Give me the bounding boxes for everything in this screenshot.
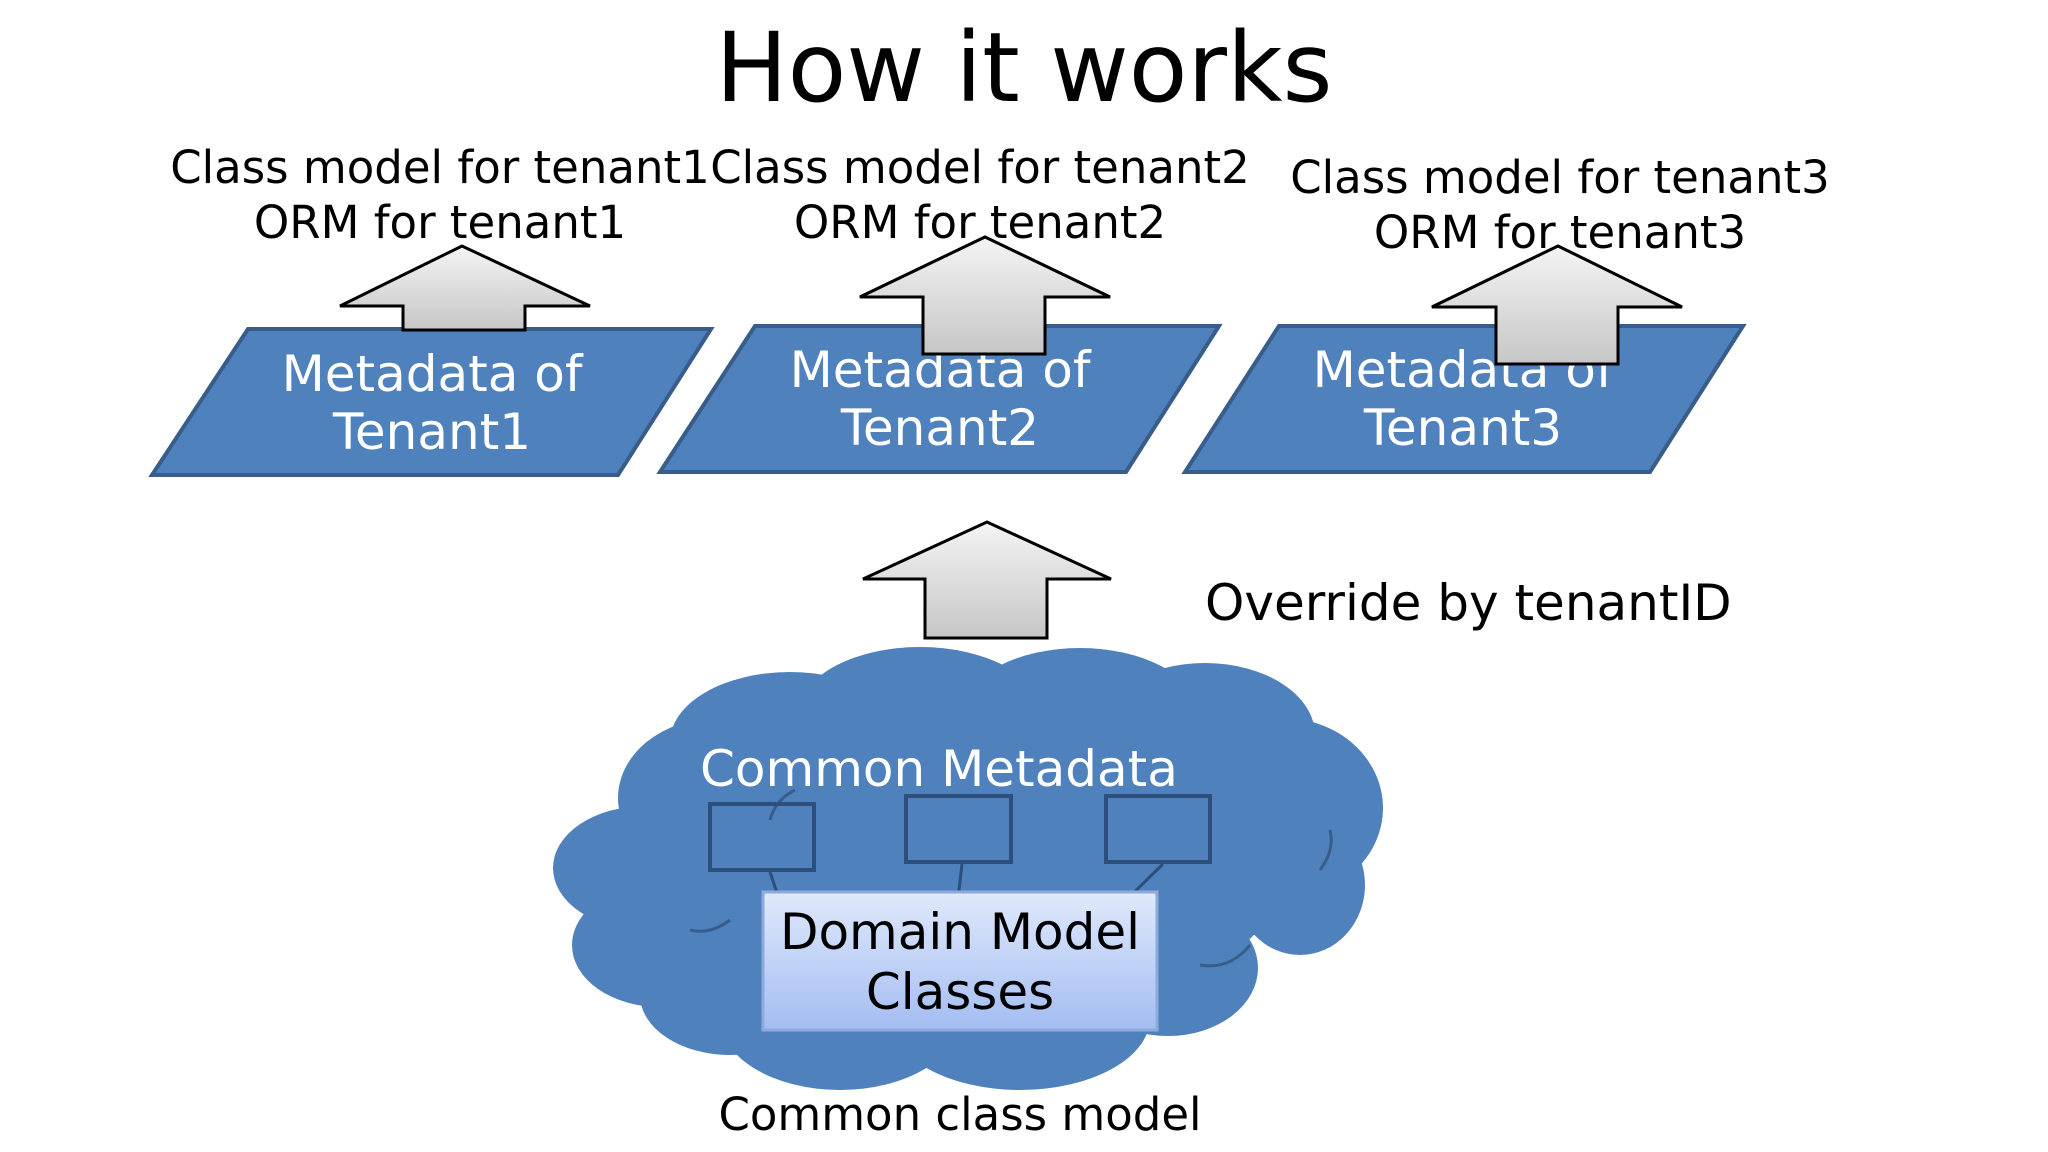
metadata-item-box-2 (904, 794, 1013, 864)
tenant1-up-arrow (339, 244, 591, 332)
domain-model-line2: Classes (865, 963, 1055, 1021)
tenant1-metadata-line2: Tenant1 (332, 403, 532, 461)
tenant1-caption: Class model for tenant1 ORM for tenant1 (150, 140, 730, 250)
override-label: Override by tenantID (1205, 574, 1732, 632)
tenant2-metadata-line1: Metadata of (789, 341, 1091, 399)
tenant3-caption-line2: ORM for tenant3 (1373, 206, 1747, 259)
tenant3-caption: Class model for tenant3 ORM for tenant3 (1270, 150, 1850, 260)
slide-title: How it works (715, 12, 1333, 124)
domain-model-line1: Domain Model (779, 903, 1141, 961)
tenant1-metadata-label: Metadata of Tenant1 (232, 345, 632, 461)
tenant2-caption-line1: Class model for tenant2 (710, 141, 1250, 194)
tenant2-metadata-label: Metadata of Tenant2 (740, 341, 1140, 457)
metadata-item-box-3 (1104, 794, 1212, 864)
cloud-label: Common Metadata (700, 740, 1178, 798)
override-up-arrow (862, 520, 1112, 640)
domain-model-label: Domain Model Classes (763, 902, 1157, 1022)
tenant2-caption-line2: ORM for tenant2 (793, 196, 1167, 249)
tenant1-caption-line2: ORM for tenant1 (253, 196, 627, 249)
tenant3-metadata-line1: Metadata of (1312, 341, 1614, 399)
tenant3-metadata-label: Metadata of Tenant3 (1263, 341, 1663, 457)
tenant2-metadata-line2: Tenant2 (840, 399, 1040, 457)
tenant3-metadata-line2: Tenant3 (1363, 399, 1563, 457)
metadata-item-box-1 (708, 802, 816, 872)
bottom-caption: Common class model (718, 1088, 1202, 1141)
tenant1-metadata-shape (148, 327, 715, 477)
tenant1-metadata-line1: Metadata of (281, 345, 583, 403)
tenant2-caption: Class model for tenant2 ORM for tenant2 (690, 140, 1270, 250)
tenant3-caption-line1: Class model for tenant3 (1290, 151, 1830, 204)
domain-model-box (761, 890, 1159, 1032)
tenant1-caption-line1: Class model for tenant1 (170, 141, 710, 194)
